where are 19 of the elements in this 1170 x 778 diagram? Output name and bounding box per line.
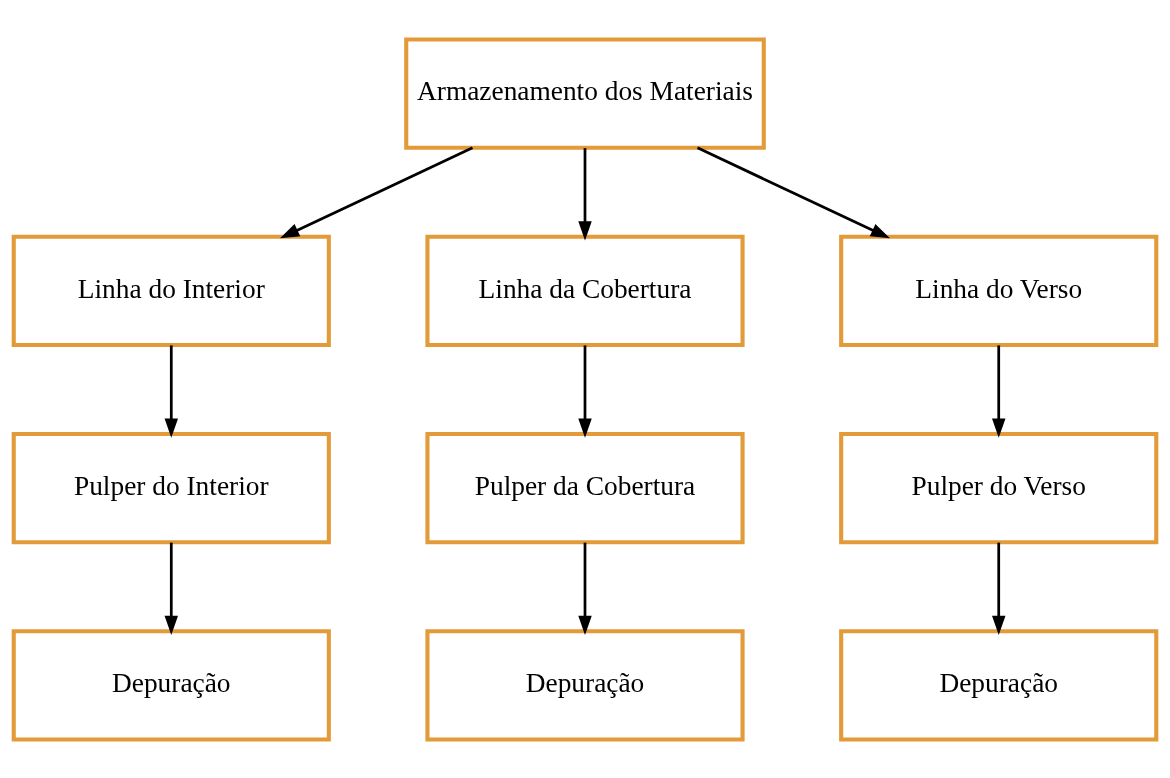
arrow (992, 344, 1006, 438)
arrow (164, 542, 178, 635)
node-box: Depuração (11, 628, 331, 742)
node-box: Linha do Verso (839, 234, 1159, 347)
node-box: Linha da Cobertura (425, 234, 745, 347)
node-box: Pulper da Cobertura (425, 431, 745, 544)
arrow (280, 146, 474, 238)
arrow (992, 542, 1006, 635)
arrow (164, 344, 178, 438)
node-box: Pulper do Interior (11, 431, 331, 544)
arrow (578, 542, 592, 635)
arrow (578, 344, 592, 438)
node-box: Linha do Interior (11, 234, 331, 347)
arrow (696, 146, 890, 238)
node-box: Depuração (425, 628, 745, 742)
node-box: Pulper do Verso (839, 431, 1159, 544)
node-box: Depuração (839, 628, 1159, 742)
arrow (578, 147, 592, 241)
node-box: Armazenamento dos Materiais (404, 36, 766, 150)
